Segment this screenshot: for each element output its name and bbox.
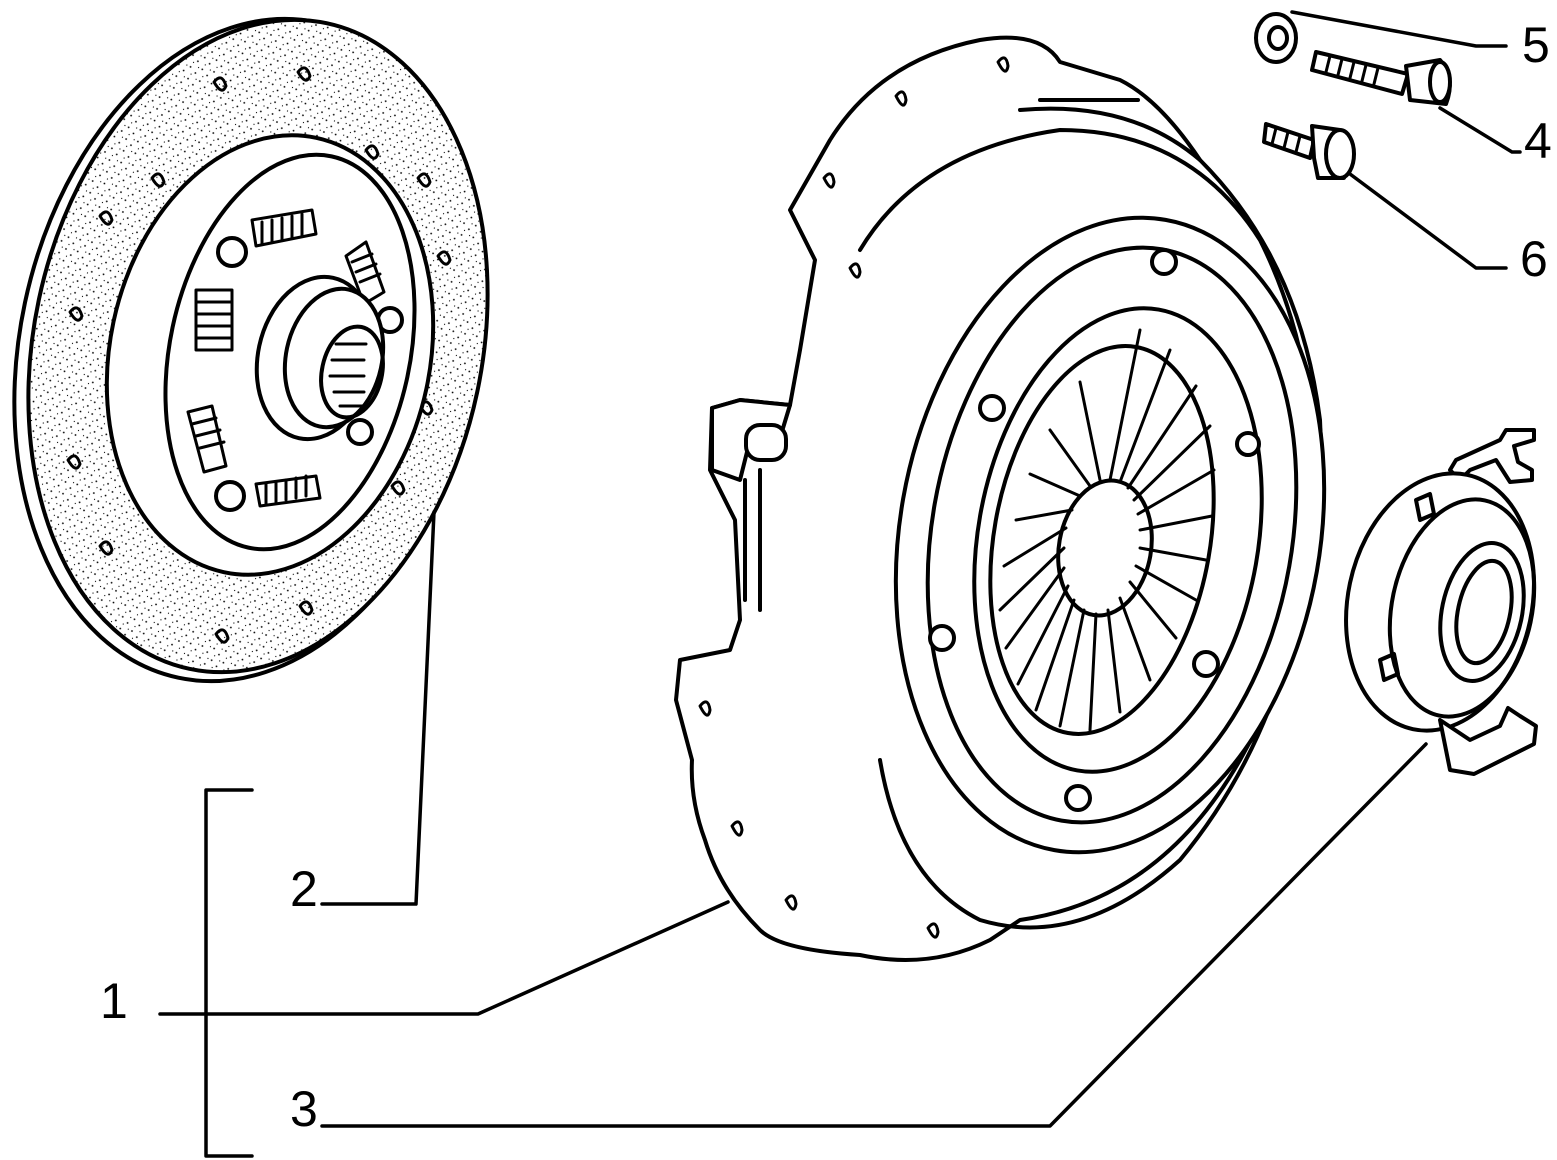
socket-bolt-4: [1310, 50, 1452, 106]
callout-6: 6: [1520, 231, 1548, 287]
callout-2: 2: [290, 861, 318, 917]
leader-line-1: [158, 900, 730, 1016]
callout-3: 3: [290, 1081, 318, 1137]
clutch-disc: [12, 16, 490, 684]
damper-springs: [186, 208, 386, 508]
diaphragm-fingers: [998, 328, 1216, 732]
hex-bolt-6: [1262, 122, 1356, 180]
leader-line-4: [1438, 106, 1522, 154]
cover-bolt-holes: [698, 56, 1010, 939]
kit-bracket: [204, 788, 254, 1158]
leader-line-6: [1348, 172, 1508, 270]
leader-line-3: [320, 742, 1428, 1128]
washer-5: [1254, 12, 1298, 64]
callout-5: 5: [1522, 17, 1550, 73]
pressure-plate-assembly: [674, 35, 1327, 962]
callout-1: 1: [100, 973, 128, 1029]
leader-lines: [158, 10, 1522, 1158]
release-bearing: [1344, 428, 1538, 776]
leader-line-2: [320, 510, 436, 906]
leader-line-5: [1290, 10, 1508, 48]
callout-4: 4: [1524, 113, 1552, 169]
